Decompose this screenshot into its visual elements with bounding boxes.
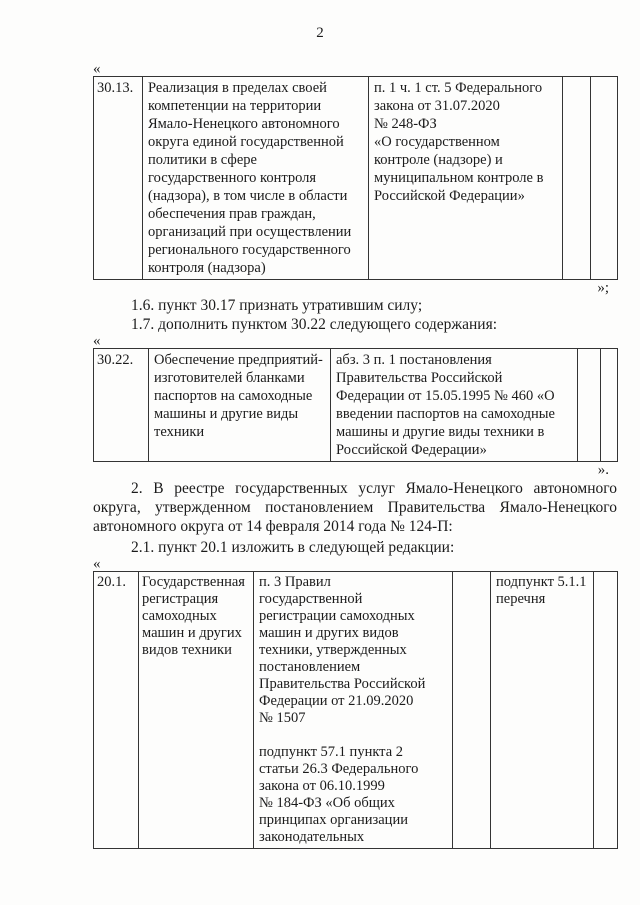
amendment-table-30-22: 30.22. Обеспечение предприятий- изготови…: [93, 348, 618, 462]
cell-item-number: 30.13.: [93, 76, 143, 280]
paragraph-item-1-7: 1.7. дополнить пунктом 30.22 следующего …: [131, 316, 497, 333]
legal-basis-paragraph-2: подпункт 57.1 пункта 2 статьи 26.3 Федер…: [259, 744, 419, 845]
table-row: 30.13. Реализация в пределах своей компе…: [93, 76, 618, 280]
cell-list-reference: подпункт 5.1.1 перечня: [490, 571, 594, 849]
paragraph-item-2: 2. В реестре государственных услуг Ямало…: [93, 480, 617, 535]
cell-empty: [562, 76, 591, 280]
cell-legal-basis: п. 1 ч. 1 ст. 5 Федерального закона от 3…: [368, 76, 563, 280]
open-quote-mark-1: «: [93, 61, 101, 77]
close-quote-mark-2: ».: [597, 462, 609, 478]
paragraph-item-2-1: 2.1. пункт 20.1 изложить в следующей ред…: [131, 539, 455, 556]
cell-empty: [593, 571, 618, 849]
open-quote-mark-2: «: [93, 333, 101, 349]
amendment-table-30-13: 30.13. Реализация в пределах своей компе…: [93, 76, 618, 280]
cell-service-name: Реализация в пределах своей компетенции …: [142, 76, 369, 280]
cell-empty: [590, 76, 618, 280]
cell-empty: [600, 348, 618, 462]
registry-table-20-1: 20.1. Государственная регистрация самохо…: [93, 571, 618, 849]
cell-legal-basis: п. 3 Правил государственной регистрации …: [253, 571, 453, 849]
paragraph-item-1-6: 1.6. пункт 30.17 признать утратившим сил…: [131, 297, 423, 314]
cell-legal-basis: абз. 3 п. 1 постановления Правительства …: [330, 348, 578, 462]
legal-basis-paragraph-1: п. 3 Правил государственной регистрации …: [259, 574, 426, 726]
cell-empty: [577, 348, 601, 462]
document-content: « 30.13. Реализация в пределах своей ком…: [93, 61, 618, 849]
cell-service-name: Государственная регистрация самоходных м…: [138, 571, 254, 849]
open-quote-mark-3: «: [93, 556, 101, 572]
page-number: 2: [316, 25, 324, 41]
close-quote-mark-1: »;: [597, 280, 609, 296]
cell-empty: [452, 571, 491, 849]
table-row: 30.22. Обеспечение предприятий- изготови…: [93, 348, 618, 462]
cell-service-name: Обеспечение предприятий- изготовителей б…: [148, 348, 331, 462]
table-row: 20.1. Государственная регистрация самохо…: [93, 571, 618, 849]
cell-item-number: 20.1.: [93, 571, 139, 849]
cell-item-number: 30.22.: [93, 348, 149, 462]
